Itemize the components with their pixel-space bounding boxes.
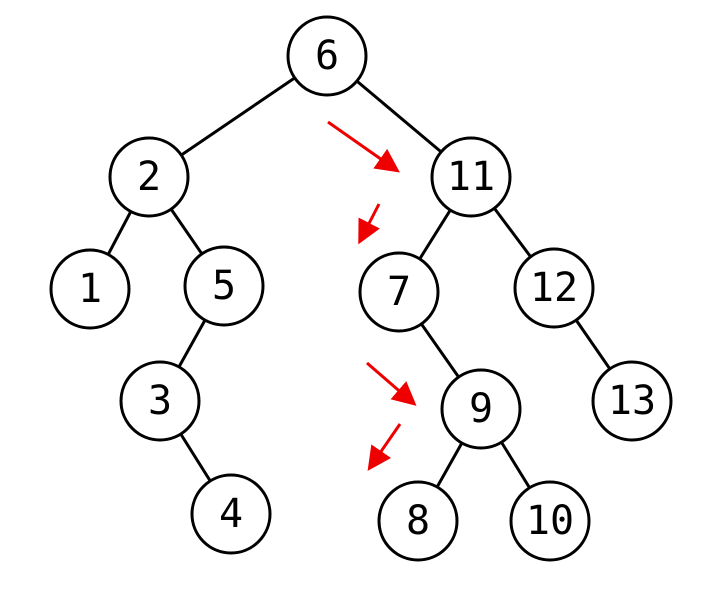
node-circle xyxy=(49,248,131,330)
node-label: 4 xyxy=(219,491,243,537)
tree-node: 12 xyxy=(513,247,595,329)
node-circle xyxy=(190,473,272,555)
node-circle xyxy=(119,360,201,442)
node-label: 5 xyxy=(212,263,236,309)
tree-node: 11 xyxy=(430,136,512,218)
tree-node: 5 xyxy=(183,245,265,327)
node-label: 8 xyxy=(406,498,430,544)
node-circle xyxy=(183,245,265,327)
arrow-6-to-11 xyxy=(327,120,400,173)
node-circle xyxy=(358,251,440,333)
tree-node: 6 xyxy=(286,15,368,97)
node-label: 12 xyxy=(530,265,578,311)
node-circle xyxy=(440,368,522,450)
node-circle xyxy=(377,480,459,562)
node-circle xyxy=(286,15,368,97)
search-path-arrows xyxy=(327,120,417,471)
node-circle xyxy=(513,247,595,329)
tree-node: 10 xyxy=(509,480,591,562)
node-label: 2 xyxy=(137,154,161,200)
node-circle xyxy=(430,136,512,218)
node-label: 13 xyxy=(608,378,656,424)
node-label: 1 xyxy=(78,266,102,312)
node-circle xyxy=(509,480,591,562)
node-label: 9 xyxy=(469,386,493,432)
node-label: 6 xyxy=(315,33,339,79)
tree-node: 3 xyxy=(119,360,201,442)
tree-node: 13 xyxy=(591,360,673,442)
tree-node: 7 xyxy=(358,251,440,333)
tree-node: 4 xyxy=(190,473,272,555)
node-label: 3 xyxy=(148,378,172,424)
node-label: 11 xyxy=(447,154,495,200)
node-label: 7 xyxy=(387,269,411,315)
nodes: 6 2 11 1 5 7 12 3 xyxy=(49,15,673,562)
tree-node: 8 xyxy=(377,480,459,562)
node-circle xyxy=(108,136,190,218)
arrow-11-to-7 xyxy=(358,203,381,245)
arrow-7-to-9 xyxy=(366,361,417,406)
node-label: 10 xyxy=(526,498,574,544)
tree-node: 2 xyxy=(108,136,190,218)
tree-node: 1 xyxy=(49,248,131,330)
arrow-9-to-8 xyxy=(367,423,402,471)
node-circle xyxy=(591,360,673,442)
tree-node: 9 xyxy=(440,368,522,450)
